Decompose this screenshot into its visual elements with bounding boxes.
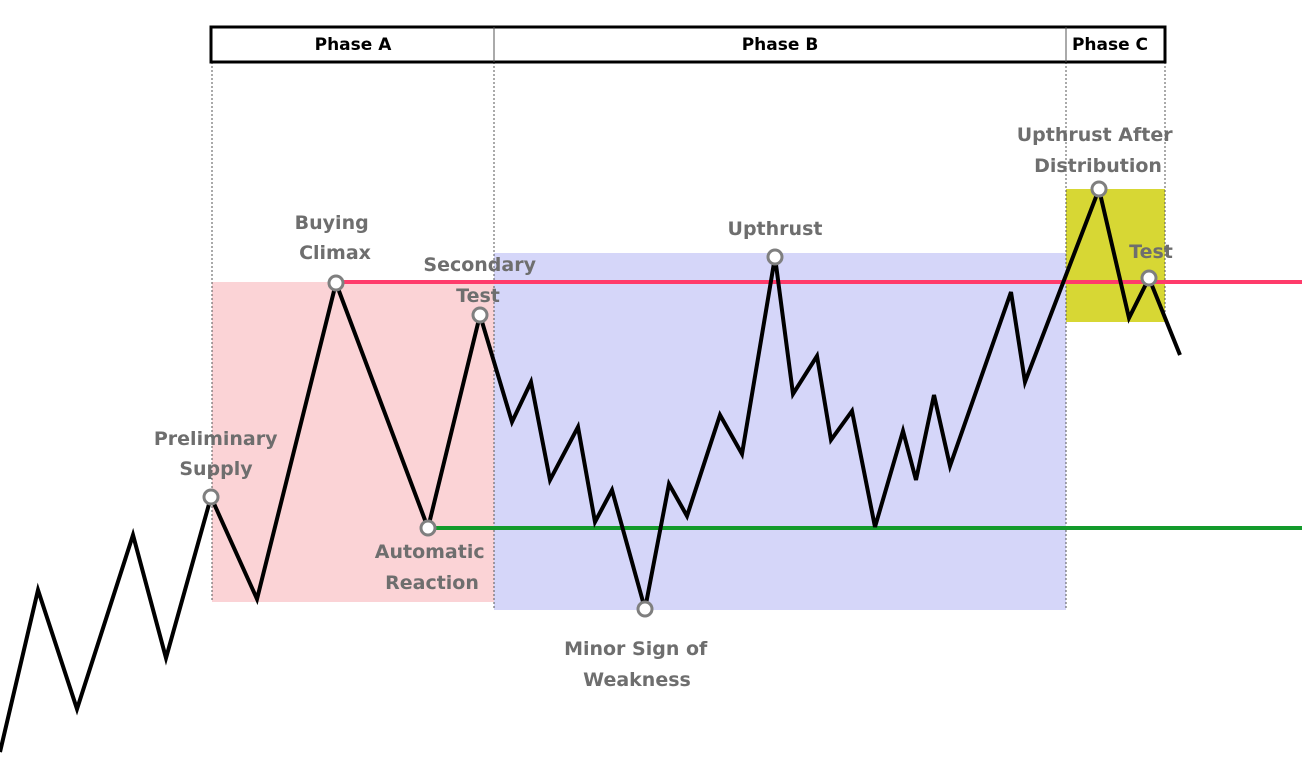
- test-marker: [1140, 269, 1158, 287]
- preliminary-supply-label: Preliminary Supply: [154, 428, 284, 480]
- minor-sign-of-weakness-label: Minor Sign of Weakness: [564, 638, 714, 691]
- price-path: [0, 182, 1182, 753]
- phase-b-label: Phase B: [742, 35, 819, 55]
- phase-b-zone: [494, 253, 1066, 610]
- phase-a-label: Phase A: [315, 35, 393, 55]
- event-markers: [202, 180, 1158, 618]
- automatic-reaction-marker: [419, 519, 437, 537]
- upthrust-marker: [766, 248, 784, 266]
- buying-climax-marker: [327, 274, 345, 292]
- minor-sign-of-weakness-marker: [636, 600, 654, 618]
- preliminary-supply-marker: [202, 488, 220, 506]
- upthrust-label: Upthrust: [728, 218, 823, 240]
- secondary-test-label: Secondary Test: [423, 254, 542, 307]
- automatic-reaction-label: Automatic Reaction: [375, 541, 491, 594]
- upthrust-after-distribution-label: Upthrust After Distribution: [1017, 124, 1179, 177]
- secondary-test-marker: [471, 306, 489, 324]
- phase-header: Phase A Phase B Phase C: [209, 25, 1167, 64]
- phase-c-label: Phase C: [1072, 35, 1148, 55]
- buying-climax-label: Buying Climax: [295, 212, 376, 264]
- upthrust-after-distribution-marker: [1090, 180, 1108, 198]
- test-label: Test: [1129, 241, 1173, 263]
